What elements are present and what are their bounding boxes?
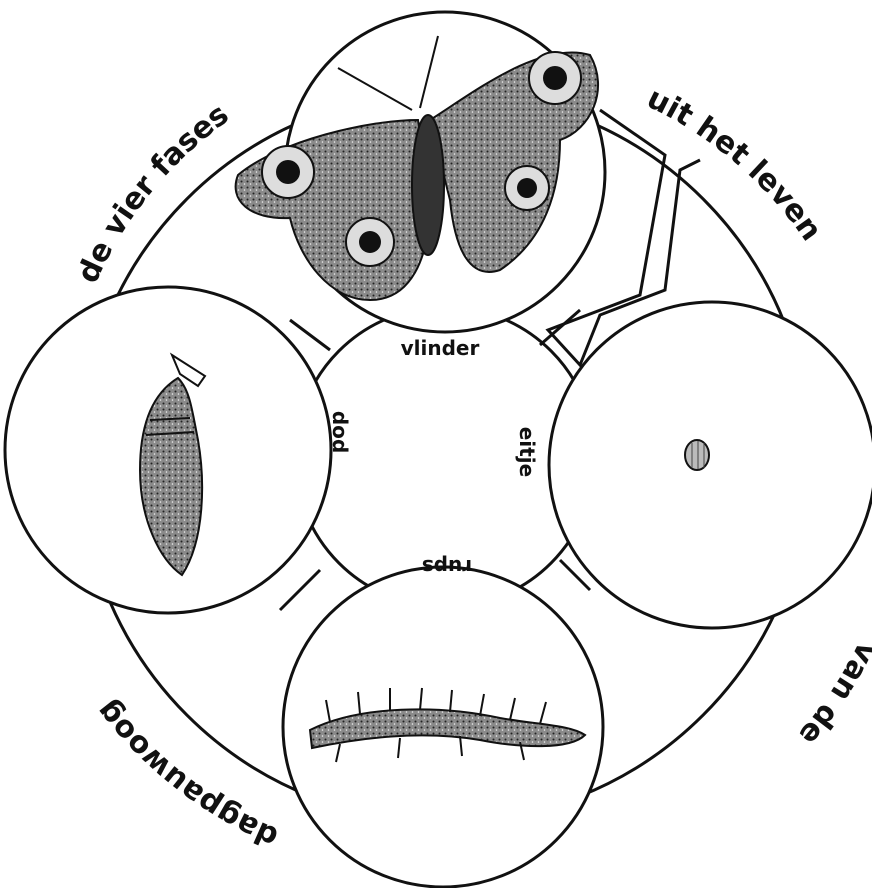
label-pupa: pop xyxy=(325,411,349,453)
egg-illustration xyxy=(685,440,709,470)
ring-text-bottom-left: dagpauwoog xyxy=(90,694,284,855)
ring-text-bottom-right: van de xyxy=(792,636,872,751)
label-caterpillar: rups xyxy=(422,555,472,579)
connector-bottom-left xyxy=(280,570,320,610)
label-butterfly: vlinder xyxy=(401,336,480,360)
connector-top-right xyxy=(540,310,580,345)
label-egg: eitje xyxy=(515,427,539,477)
connector-top-left xyxy=(290,320,330,350)
ring-text-top-right: uit het leven xyxy=(641,81,828,248)
egg-circle xyxy=(549,302,872,628)
ring-text-top-left: de vier fases xyxy=(70,97,235,288)
